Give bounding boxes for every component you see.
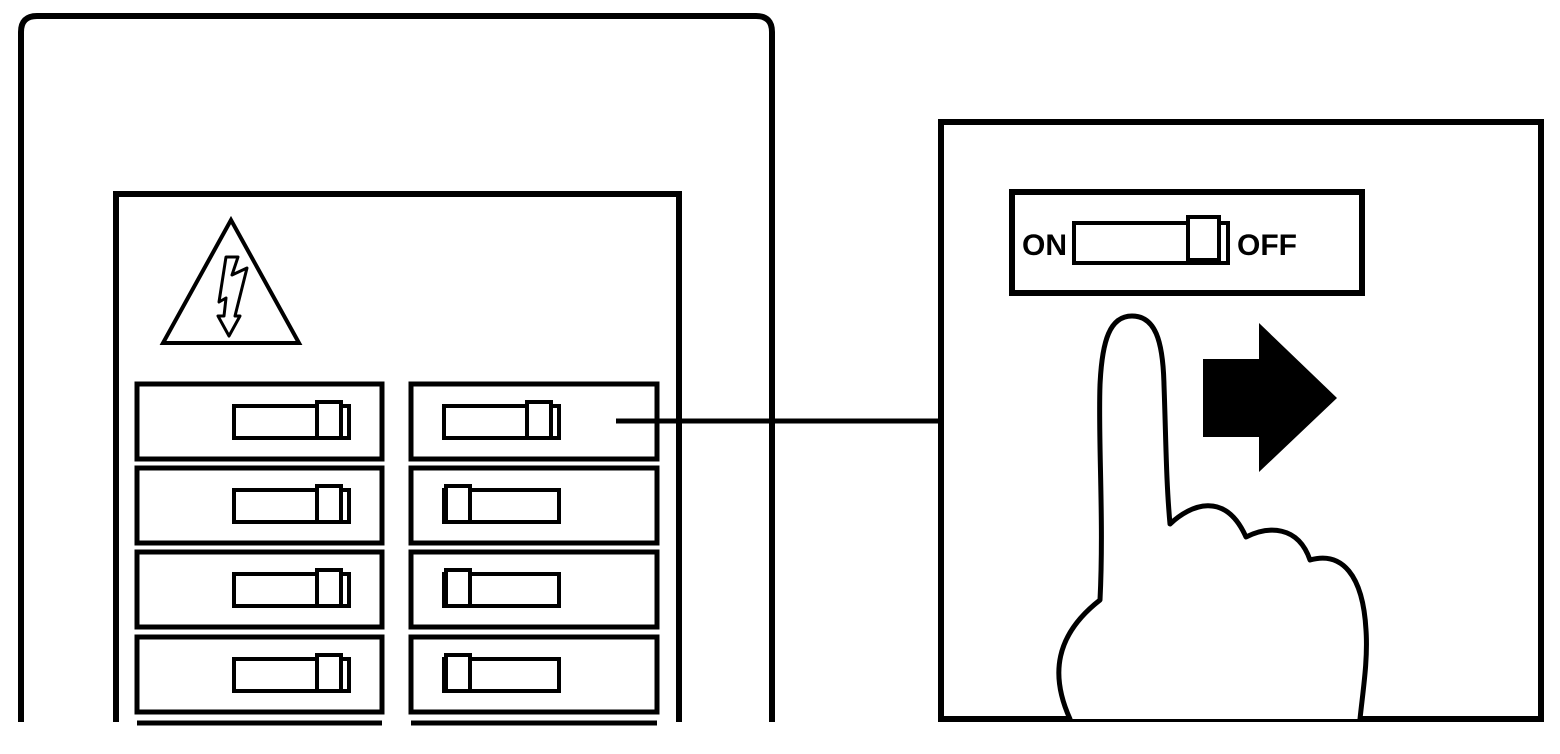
pointing-hand-icon [1056,313,1369,722]
off-label: OFF [1237,229,1297,262]
breaker-right-1 [408,381,660,462]
breaker-board [113,191,682,722]
breaker-toggle [315,484,343,524]
breaker-left-1 [134,381,385,462]
right-arrow-icon [1203,323,1337,472]
breaker-right-3 [408,549,660,630]
breaker-toggle [444,568,472,608]
breaker-right-2 [408,465,660,546]
breaker-toggle [315,400,343,440]
breaker-left-4 [134,634,385,715]
on-label: ON [1022,229,1067,262]
breaker-left-3 [134,549,385,630]
high-voltage-warning-icon [159,215,303,345]
breaker-toggle [315,568,343,608]
breaker-toggle [315,653,343,693]
breaker-right-4 [408,634,660,715]
breaker-left-2 [134,465,385,546]
detail-switch-toggle [1186,215,1221,262]
breaker-rows [134,381,660,715]
panel-enclosure [18,13,775,722]
breaker-toggle [525,400,553,440]
detail-breaker-switch: ON OFF [1009,189,1365,296]
breaker-toggle [444,484,472,524]
breaker-toggle [444,653,472,693]
